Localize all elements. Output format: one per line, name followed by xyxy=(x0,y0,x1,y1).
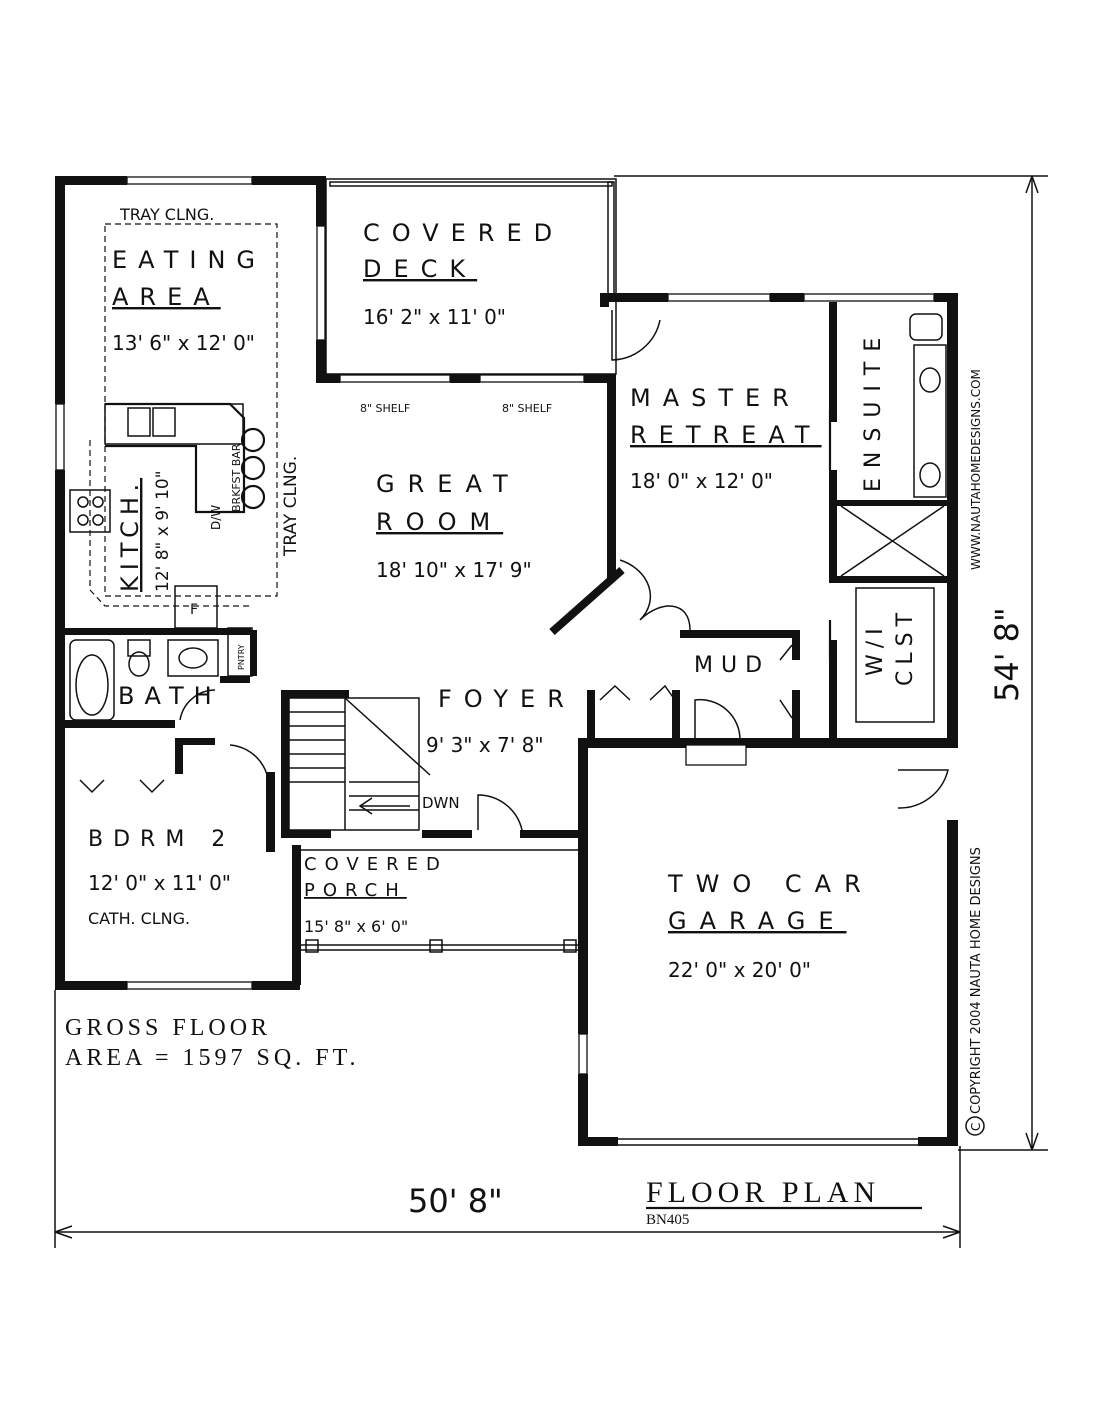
plan-code: BN405 xyxy=(646,1212,689,1228)
dimension-lines xyxy=(54,175,1048,1248)
porch-posts xyxy=(305,939,577,953)
bdrm2-size: 12' 0" x 11' 0" xyxy=(88,871,231,895)
website-text: WWW.NAUTAHOMEDESIGNS.COM xyxy=(969,369,983,570)
breakfast-bar-label: BRKFST BAR xyxy=(230,443,243,512)
eating-area-name-2: AREA xyxy=(112,283,221,311)
deck-name-2: DECK xyxy=(363,255,477,283)
garage-size: 22' 0" x 20' 0" xyxy=(668,958,811,982)
staircase xyxy=(288,697,431,831)
deck-name-1: COVERED xyxy=(363,219,564,247)
ensuite-label: ENSUITE xyxy=(861,328,886,492)
great-room-name-1: GREAT xyxy=(376,470,521,498)
gross-area-line1: GROSS FLOOR xyxy=(65,1015,271,1041)
great-room-size: 18' 10" x 17' 9" xyxy=(376,558,532,582)
foyer-size: 9' 3" x 7' 8" xyxy=(426,733,544,757)
foyer-label: FOYER xyxy=(438,685,576,713)
garage-name-1: TWO CAR xyxy=(667,870,874,898)
copyright-text: COPYRIGHT 2004 NAUTA HOME DESIGNS xyxy=(969,847,984,1114)
gross-area-line2: AREA = 1597 SQ. FT. xyxy=(65,1045,359,1071)
eating-ceiling-label: TRAY CLNG. xyxy=(119,205,214,224)
kitchen-label: KITCH. xyxy=(116,478,144,592)
wic-label-2: CLST xyxy=(893,607,918,686)
door-swings xyxy=(79,310,949,831)
garage-name-2: GARAGE xyxy=(668,907,846,935)
porch-size: 15' 8" x 6' 0" xyxy=(304,917,408,936)
porch-name-2: PORCH xyxy=(304,880,407,901)
eating-area-name-1: EATING xyxy=(112,246,266,274)
sheet-annotations: GROSS FLOOR AREA = 1597 SQ. FT. 50' 8" 5… xyxy=(65,369,1026,1228)
overall-depth: 54' 8" xyxy=(988,607,1026,702)
great-room-name-2: ROOM xyxy=(376,508,503,536)
master-name-1: MASTER xyxy=(630,384,801,412)
interior-walls xyxy=(65,302,949,985)
bath-label: BATH xyxy=(118,682,222,710)
plan-title: FLOOR PLAN xyxy=(646,1176,880,1209)
pantry-label: PNTRY xyxy=(237,644,246,670)
kitchen-size: 12' 8" x 9' 10" xyxy=(153,470,173,592)
bdrm2-ceiling: CATH. CLNG. xyxy=(88,909,190,928)
shelf-label-1: 8" SHELF xyxy=(360,402,410,415)
bath-fixtures xyxy=(69,313,947,723)
great-room-ceiling: TRAY CLNG. xyxy=(281,456,301,557)
porch-name-1: COVERED xyxy=(304,854,448,875)
copyright-symbol: C xyxy=(969,1123,983,1131)
overall-width: 50' 8" xyxy=(408,1182,503,1220)
eating-area-size: 13' 6" x 12' 0" xyxy=(112,331,255,355)
shelf-label-2: 8" SHELF xyxy=(502,402,552,415)
room-labels: TRAY CLNG. EATING AREA 13' 6" x 12' 0" C… xyxy=(88,205,918,982)
master-size: 18' 0" x 12' 0" xyxy=(630,469,773,493)
dishwasher-label: D/W xyxy=(209,505,223,530)
copyright-icon xyxy=(965,1116,985,1136)
fridge-label: F xyxy=(190,602,198,618)
kitchen-fixtures xyxy=(69,223,278,677)
bdrm2-label: BDRM 2 xyxy=(88,827,235,852)
deck-outline xyxy=(325,178,617,375)
exterior-walls xyxy=(55,176,958,1146)
deck-size: 16' 2" x 11' 0" xyxy=(363,305,506,329)
master-name-2: RETREAT xyxy=(630,421,822,449)
mud-label: MUD xyxy=(694,653,770,678)
wic-label-1: W/I xyxy=(863,622,888,676)
stair-down-label: DWN xyxy=(422,794,460,812)
